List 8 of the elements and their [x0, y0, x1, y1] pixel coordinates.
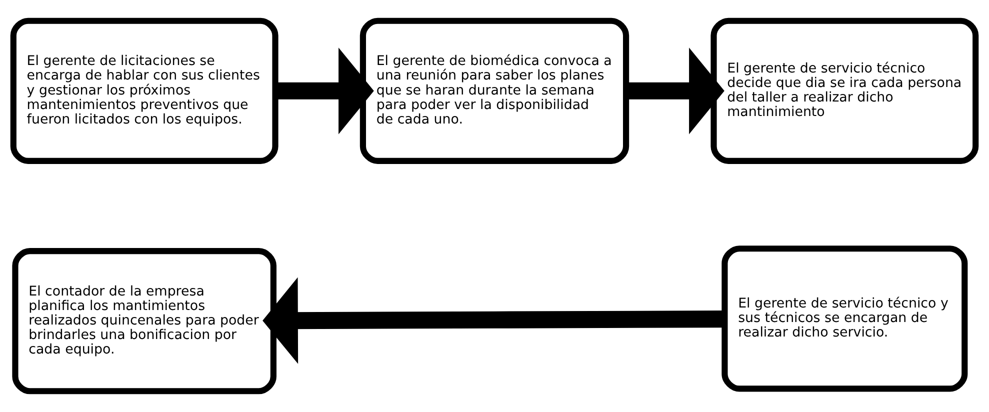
arrow	[276, 48, 374, 134]
node-box: El gerente de servicio técnico decide que dia se ira cada persona del taller a realizar dicho mantinimiento	[710, 18, 979, 164]
arrow	[626, 48, 724, 134]
node-box: El gerente de licitaciones se encarga de hablar con sus clientes y gestionar los próximos mantenimientos preventivos que fueron licitados con los equipos.	[10, 18, 278, 164]
arrow	[262, 277, 724, 364]
node-box: El gerente de biomédica convoca a una reunión para saber los planes que se haran durante la semana para poder ver la disponibilidad de cada uno.	[360, 18, 630, 164]
node-box: El contador de la empresa planifica los mantimientos realizados quincenales para poder brindarles una bonificacion por cada equipo.	[12, 248, 276, 394]
node-box: El gerente de servicio técnico y sus técnicos se encargan de realizar dicho servicio.	[722, 246, 968, 392]
